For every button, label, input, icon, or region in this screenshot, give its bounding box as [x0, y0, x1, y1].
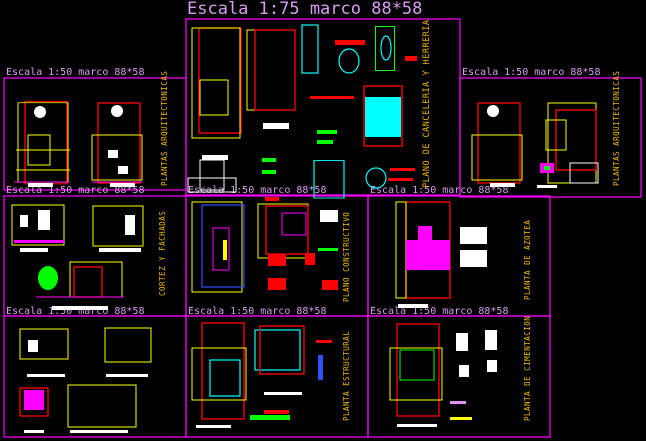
floor-plan-drawing	[14, 100, 143, 187]
canceleria-details	[187, 24, 417, 201]
scale-label: Escala 1:50 marco 88*58	[6, 185, 144, 196]
frame-cimentacion	[367, 315, 551, 438]
scale-label: Escala 1:50 marco 88*58	[370, 185, 508, 196]
foundation-plan-drawing	[389, 323, 497, 427]
frame-canceleria	[185, 18, 461, 196]
facade-drawing	[11, 204, 144, 310]
sheet-frames	[3, 18, 642, 438]
sheet-title: PLANO DE CANCELERIA Y HERRERIA	[422, 19, 432, 188]
construction-plan-drawing	[191, 201, 338, 293]
sheet-title: PLANTAS ARQUITECTONICAS	[160, 71, 169, 186]
scale-label: Escala 1:50 marco 88*58	[370, 306, 508, 317]
frame-plantas-left	[3, 77, 187, 191]
sheet-title: PLANTAS ARQUITECTONICAS	[612, 71, 621, 186]
roof-plan-drawing	[395, 201, 487, 308]
sheet-title: PLANTA DE AZOTEA	[523, 220, 532, 300]
structural-plan-drawing	[191, 322, 332, 428]
sheet-title: PLANTA ESTRUCTURAL	[342, 331, 351, 421]
scale-label: Escala 1:50 marco 88*58	[6, 67, 144, 78]
scale-label: Escala 1:50 marco 88*58	[188, 185, 326, 196]
floor-plan-drawing	[471, 102, 599, 188]
sheet-title: PLANTA DE CIMENTACION	[523, 316, 532, 421]
scale-label: Escala 1:50 marco 88*58	[188, 306, 326, 317]
main-scale-title: Escala 1:75 marco 88*58	[187, 0, 422, 19]
facade-drawing	[19, 327, 152, 433]
sheet-title: PLANO CONSTRUCTIVO	[342, 212, 351, 302]
scale-label: Escala 1:50 marco 88*58	[462, 67, 600, 78]
scale-label: Escala 1:50 marco 88*58	[6, 306, 144, 317]
sheet-title: CORTEZ Y FACHADAS	[158, 211, 167, 296]
